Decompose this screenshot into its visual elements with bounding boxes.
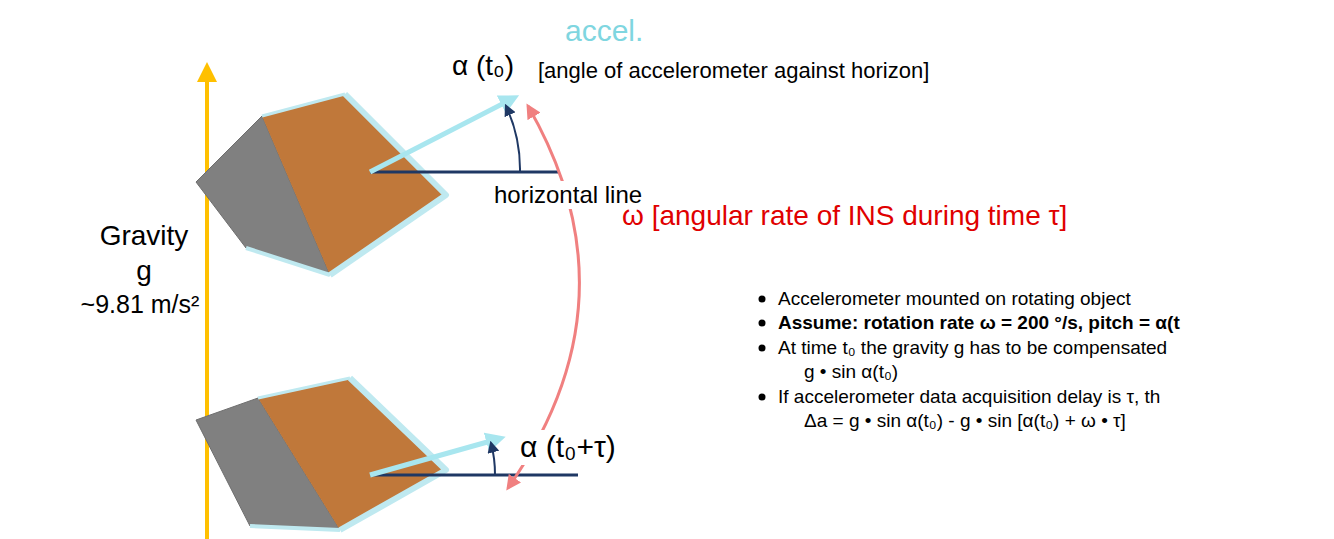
- angle-label: α (t₀): [452, 50, 514, 82]
- bullet-text: Accelerometer mounted on rotating object: [778, 288, 1131, 310]
- accel-vector: [370, 439, 498, 475]
- bullet-text: At time t₀ the gravity g has to be compe…: [778, 337, 1167, 359]
- gravity-symbol: g: [136, 255, 152, 287]
- gravity-value: ~9.81 m/s²: [81, 290, 200, 319]
- gravity-arrow: [205, 72, 209, 539]
- line-label: horizontal line: [492, 181, 644, 209]
- horizontal-line: [370, 474, 578, 477]
- accel-vector: [370, 99, 512, 172]
- bullet-text: If accelerometer data acquisition delay …: [778, 386, 1160, 408]
- formula-text: Δa = g • sin α(t₀) - g • sin [α(t₀) + ω …: [804, 410, 1126, 432]
- angle-note: [angle of accelerometer against horizon]: [538, 58, 929, 83]
- formula-text: g • sin α(t₀): [804, 361, 898, 383]
- accelerometer-box: [196, 94, 446, 275]
- bullet-dots: [759, 296, 766, 401]
- angle-label: α (t₀+τ): [518, 430, 618, 465]
- bullet-text: Assume: rotation rate ω = 200 °/s, pitch…: [778, 312, 1180, 334]
- horizontal-line: [370, 171, 560, 174]
- gravity-label: Gravity: [100, 220, 189, 252]
- angle-arc: [491, 443, 495, 475]
- angle-arc: [506, 106, 520, 172]
- accelerometer-box: [196, 378, 446, 530]
- rate-label: ω [angular rate of INS during time τ]: [622, 200, 1067, 232]
- vector-label: accel.: [565, 14, 643, 49]
